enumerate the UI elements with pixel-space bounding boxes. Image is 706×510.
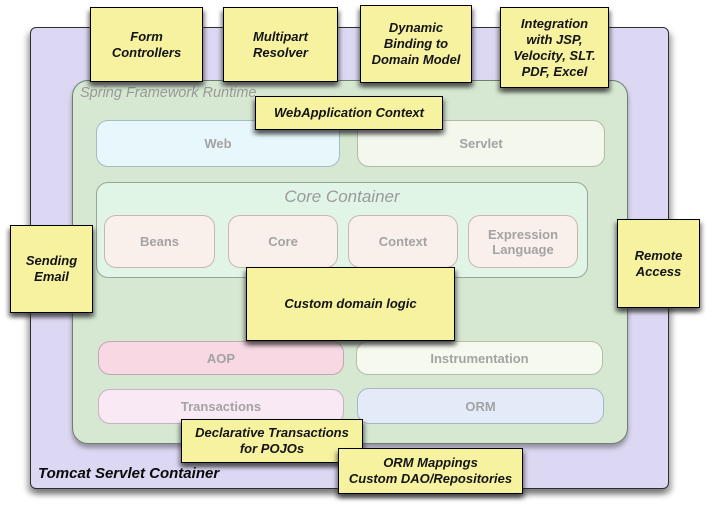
module-aop: AOP [98,341,344,375]
module-core: Core [228,215,338,268]
note-declarative-transactions: Declarative Transactions for POJOs [181,419,363,463]
note-sending-email: Sending Email [10,225,93,313]
note-remote-access: Remote Access [617,219,700,308]
tomcat-servlet-container-label: Tomcat Servlet Container [38,465,220,482]
spring-framework-runtime-label: Spring Framework Runtime [80,85,257,101]
module-web: Web [96,120,340,167]
note-custom-domain-logic: Custom domain logic [246,267,455,341]
note-webapplication-context: WebApplication Context [255,96,443,130]
module-instrumentation: Instrumentation [356,341,603,375]
module-beans: Beans [104,215,215,268]
note-orm-mappings: ORM Mappings Custom DAO/Repositories [338,448,523,494]
core-container-title: Core Container [284,187,400,206]
note-form-controllers: Form Controllers [90,7,203,82]
note-dynamic-binding: Dynamic Binding to Domain Model [360,5,472,83]
module-context: Context [348,215,458,268]
note-integration-views: Integration with JSP, Velocity, SLT. PDF… [500,7,609,88]
note-multipart-resolver: Multipart Resolver [223,7,338,82]
module-orm: ORM [357,388,604,424]
module-expression-language: Expression Language [468,215,578,268]
